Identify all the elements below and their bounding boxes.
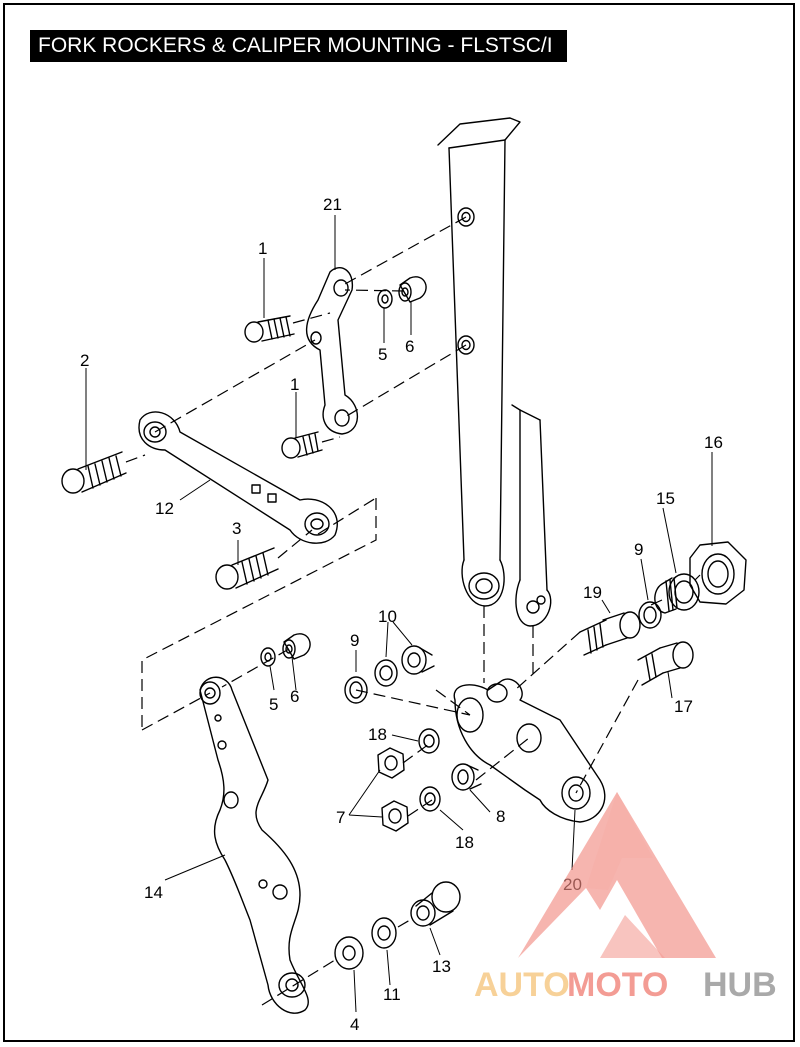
bolt-2 bbox=[61, 451, 127, 494]
callout-9-right: 9 bbox=[634, 540, 643, 559]
callout-16: 16 bbox=[704, 433, 723, 452]
upper-bracket-21 bbox=[305, 267, 359, 435]
page-title: FORK ROCKERS & CALIPER MOUNTING - FLSTSC… bbox=[30, 30, 567, 62]
watermark-word-hub: HUB bbox=[703, 966, 777, 1004]
callout-13: 13 bbox=[432, 957, 451, 976]
acorn-nut-6-lower bbox=[282, 633, 311, 660]
automotohub-watermark: AUTO MOTO HUB bbox=[474, 792, 777, 1004]
watermark-triangle-logo bbox=[518, 792, 716, 958]
diagram-frame bbox=[3, 3, 795, 1042]
callout-12: 12 bbox=[155, 499, 174, 518]
callout-21: 21 bbox=[323, 195, 342, 214]
bushing-10-a bbox=[374, 659, 398, 687]
callout-5-upper: 5 bbox=[378, 345, 387, 364]
callout-4: 4 bbox=[350, 1015, 359, 1034]
callout-5-lower: 5 bbox=[269, 695, 278, 714]
caliper-bracket-14 bbox=[199, 676, 309, 1014]
callout-11: 11 bbox=[383, 985, 401, 1004]
callout-18-lower: 18 bbox=[455, 833, 474, 852]
screw-1-upper bbox=[244, 315, 295, 343]
callout-6-upper: 6 bbox=[405, 337, 414, 356]
callout-18-upper: 18 bbox=[368, 725, 387, 744]
callout-14: 14 bbox=[144, 883, 163, 902]
spacer-13 bbox=[410, 881, 461, 927]
screw-1-lower bbox=[281, 431, 323, 459]
callout-2: 2 bbox=[80, 351, 89, 370]
callout-7: 7 bbox=[336, 808, 345, 827]
acorn-nut-6-upper bbox=[398, 276, 427, 303]
washer-9-left bbox=[344, 676, 368, 704]
callout-8: 8 bbox=[496, 807, 505, 826]
fork-slider-left bbox=[437, 117, 521, 607]
callout-1-upper: 1 bbox=[258, 239, 267, 258]
washer-18-lower bbox=[419, 786, 441, 812]
bolt-3 bbox=[215, 547, 279, 590]
bolt-17 bbox=[637, 641, 694, 686]
fork-rocker-link-12 bbox=[138, 411, 338, 544]
fork-bracket-20 bbox=[453, 678, 606, 823]
callout-1-lower: 1 bbox=[290, 375, 299, 394]
jam-nut-16 bbox=[689, 541, 747, 605]
hex-nut-7-lower bbox=[381, 800, 409, 832]
threaded-sleeve-15 bbox=[654, 573, 700, 614]
callout-19: 19 bbox=[583, 583, 602, 602]
callout-15: 15 bbox=[656, 489, 675, 508]
callout-6-lower: 6 bbox=[290, 687, 299, 706]
washer-5-upper bbox=[377, 289, 393, 309]
callout-17: 17 bbox=[674, 697, 693, 716]
fork-slider-right bbox=[511, 404, 552, 627]
callout-3: 3 bbox=[232, 519, 241, 538]
watermark-word-auto: AUTO bbox=[474, 966, 570, 1004]
washer-9-right bbox=[638, 601, 662, 629]
callout-10: 10 bbox=[378, 607, 397, 626]
bushing-10-b bbox=[401, 645, 435, 675]
washer-4 bbox=[334, 936, 364, 970]
callout-9-left: 9 bbox=[350, 631, 359, 650]
bolt-19 bbox=[579, 611, 641, 656]
watermark-word-moto: MOTO bbox=[567, 966, 668, 1004]
hex-nut-7-upper bbox=[377, 747, 405, 779]
bushing-11 bbox=[371, 917, 397, 949]
spacer-8 bbox=[451, 763, 482, 791]
washer-18-upper bbox=[418, 728, 440, 754]
